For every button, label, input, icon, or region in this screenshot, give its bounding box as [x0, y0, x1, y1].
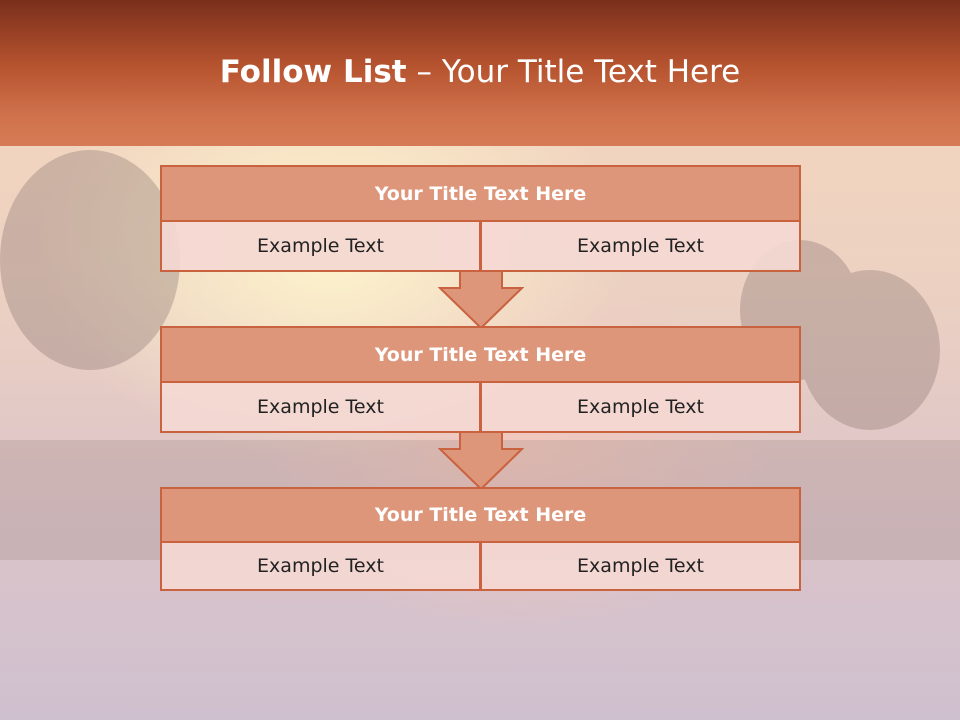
step-title: Your Title Text Here	[160, 165, 801, 222]
step-cell-right: Example Text	[480, 383, 801, 433]
step-cell-left: Example Text	[160, 543, 481, 591]
slide-title-bold: Follow List	[219, 54, 407, 90]
step-cell-left: Example Text	[160, 383, 481, 433]
down-arrow-icon	[438, 270, 524, 330]
title-banner: Follow List – Your Title Text Here	[0, 0, 960, 146]
step-cell-left: Example Text	[160, 222, 481, 272]
step-cell-right: Example Text	[480, 222, 801, 272]
step-title: Your Title Text Here	[160, 487, 801, 543]
step-title: Your Title Text Here	[160, 326, 801, 383]
slide-title-rest: – Your Title Text Here	[416, 54, 741, 90]
down-arrow-icon	[438, 431, 524, 491]
step-cell-right: Example Text	[480, 543, 801, 591]
slide-title: Follow List – Your Title Text Here	[0, 54, 960, 90]
